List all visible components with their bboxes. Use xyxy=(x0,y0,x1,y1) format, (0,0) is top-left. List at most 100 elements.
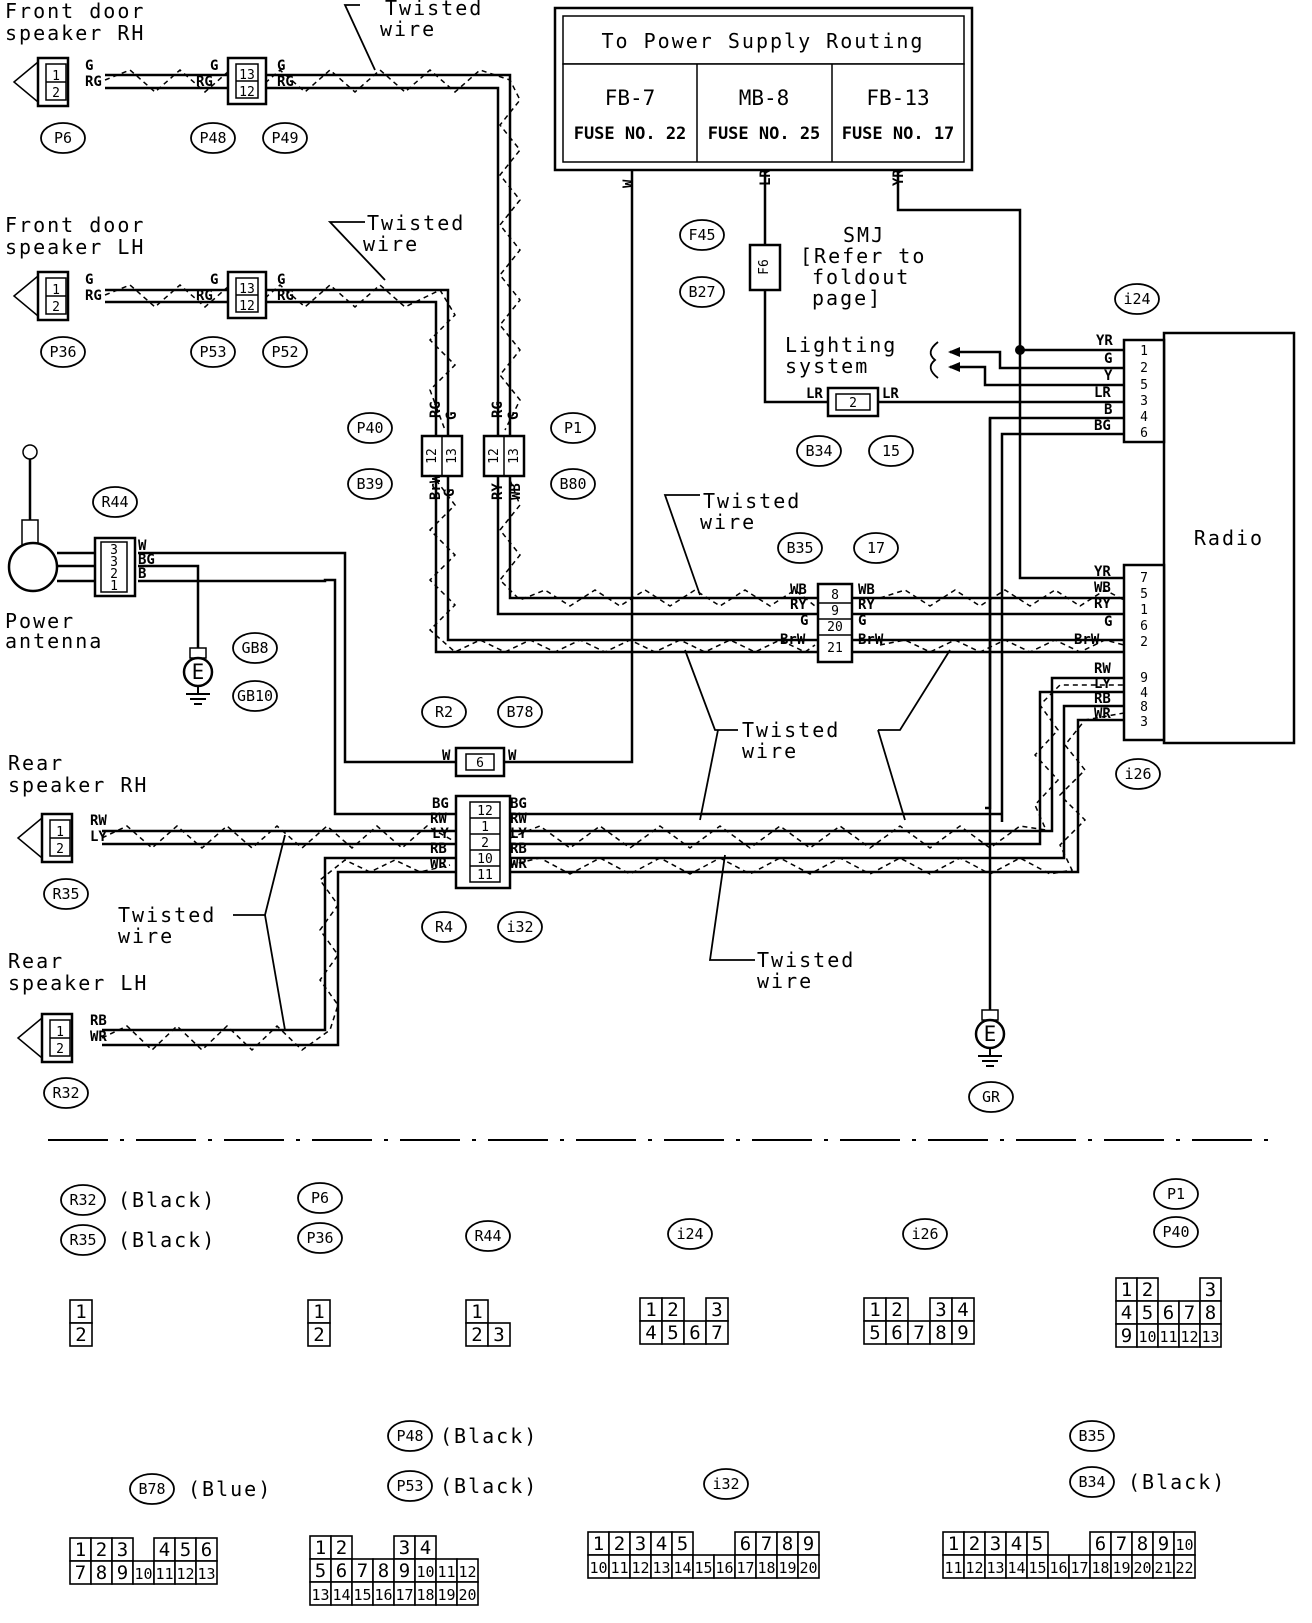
pin-number: 2 xyxy=(891,1299,902,1321)
svg-text:LR: LR xyxy=(1094,385,1111,401)
svg-text:RG: RG xyxy=(428,401,444,418)
front-rh-label-1: Front door xyxy=(5,0,145,23)
svg-text:B: B xyxy=(1104,402,1112,418)
svg-text:RY: RY xyxy=(858,597,875,613)
svg-text:3: 3 xyxy=(1140,715,1148,730)
pin-number: 6 xyxy=(1163,1302,1174,1324)
pin-number: 2 xyxy=(96,1539,107,1561)
svg-text:WR: WR xyxy=(430,856,447,872)
oval-p49: P49 xyxy=(262,122,308,154)
pin-number: 22 xyxy=(1175,1559,1193,1577)
pin-number: 1 xyxy=(75,1301,86,1323)
antenna-label-1: Power xyxy=(5,609,75,633)
pin-number: 3 xyxy=(1205,1279,1216,1301)
radio-connector-i26 xyxy=(1122,563,1166,742)
pin-number: 7 xyxy=(1116,1533,1127,1555)
svg-text:B39: B39 xyxy=(356,475,383,493)
pin-number: 2 xyxy=(471,1324,482,1346)
svg-text:RG: RG xyxy=(277,74,294,90)
pin-number: 14 xyxy=(1007,1559,1025,1577)
pin-number: 1 xyxy=(1121,1279,1132,1301)
svg-text:2: 2 xyxy=(849,396,857,411)
svg-text:1: 1 xyxy=(1140,344,1148,359)
legend-i26: i26 xyxy=(902,1218,948,1250)
connector-b35: 8 9 20 21 xyxy=(816,582,854,664)
pin-number: 17 xyxy=(1070,1559,1088,1577)
svg-text:9: 9 xyxy=(1140,671,1148,686)
svg-text:W: W xyxy=(621,179,637,188)
connector-p1-b80: 12 13 xyxy=(482,434,526,478)
svg-text:3: 3 xyxy=(110,555,118,570)
connector-p53-p52: 13 12 xyxy=(226,270,268,320)
pin-number: 4 xyxy=(1011,1533,1022,1555)
svg-text:15: 15 xyxy=(882,442,900,460)
fb7-label: FB-7 xyxy=(605,86,656,110)
svg-text:9: 9 xyxy=(831,604,839,619)
twisted-label-3b: wire xyxy=(700,510,756,534)
svg-text:13: 13 xyxy=(239,282,255,297)
oval-r32: R32 xyxy=(43,1077,89,1109)
pin-number: 15 xyxy=(694,1559,712,1577)
pin-number: 3 xyxy=(935,1299,946,1321)
pin-number: 9 xyxy=(117,1562,128,1584)
oval-p52: P52 xyxy=(262,336,308,368)
svg-text:3: 3 xyxy=(110,543,118,558)
svg-text:21: 21 xyxy=(827,641,843,656)
pin-number: 5 xyxy=(315,1560,326,1582)
power-supply-title: To Power Supply Routing xyxy=(602,29,925,53)
pin-number: 12 xyxy=(458,1563,476,1581)
svg-text:(Black): (Black) xyxy=(440,1424,538,1448)
oval-p36: P36 xyxy=(40,336,86,368)
legend-r32: R32(Black) xyxy=(60,1184,214,1216)
svg-text:B35: B35 xyxy=(786,539,813,557)
svg-text:2: 2 xyxy=(481,836,489,851)
pin-number: 14 xyxy=(332,1586,350,1604)
legend-p53: P53(Black) xyxy=(387,1470,538,1502)
svg-text:R4: R4 xyxy=(435,918,453,936)
pin-number: 10 xyxy=(134,1565,152,1583)
pin-number: 8 xyxy=(1137,1533,1148,1555)
svg-text:RW: RW xyxy=(430,811,447,827)
fuse-17-label: FUSE NO. 17 xyxy=(842,124,955,144)
svg-text:G: G xyxy=(800,613,808,629)
front-lh-label-2: speaker LH xyxy=(5,235,145,259)
twisted-label-4a: Twisted xyxy=(742,718,840,742)
pin-number: 7 xyxy=(75,1562,86,1584)
power-supply-box: To Power Supply Routing FB-7 FUSE NO. 22… xyxy=(553,6,974,172)
oval-r2: R2 xyxy=(421,696,467,728)
svg-text:P53: P53 xyxy=(199,343,226,361)
connector-legend: R32(Black) R35(Black) P6 P36 R44 i24 i26… xyxy=(60,1178,1224,1606)
pin-number: 6 xyxy=(689,1322,700,1344)
pin-number: 16 xyxy=(1049,1559,1067,1577)
svg-text:10: 10 xyxy=(477,852,493,867)
svg-text:RB: RB xyxy=(1094,691,1111,707)
svg-text:LY: LY xyxy=(1094,676,1111,692)
pin-number: 1 xyxy=(593,1533,604,1555)
svg-text:17: 17 xyxy=(867,539,885,557)
svg-text:(Black): (Black) xyxy=(440,1474,538,1498)
svg-text:B34: B34 xyxy=(805,442,832,460)
oval-b35: B35 xyxy=(777,532,823,564)
pin-number: 9 xyxy=(1121,1325,1132,1347)
pin-number: 6 xyxy=(740,1533,751,1555)
wiring xyxy=(101,4,1125,1052)
fuse-25-label: FUSE NO. 25 xyxy=(708,124,821,144)
pin-number: 1 xyxy=(315,1537,326,1559)
fb13-label: FB-13 xyxy=(866,86,929,110)
oval-15: 15 xyxy=(868,435,914,467)
svg-text:20: 20 xyxy=(827,620,843,635)
fuse-f6-label: F6 xyxy=(757,259,772,275)
svg-text:12: 12 xyxy=(487,448,502,464)
connector-id-ovals: P6 P48 P49 P36 P53 P52 F45 B27 i24 P40 B… xyxy=(40,122,1161,1113)
svg-text:6: 6 xyxy=(1140,619,1148,634)
svg-text:BrW: BrW xyxy=(780,632,806,648)
pin-number: 4 xyxy=(957,1299,968,1321)
fuse-22-label: FUSE NO. 22 xyxy=(574,124,687,144)
svg-text:R44: R44 xyxy=(474,1227,501,1245)
ground-e-label-2: E xyxy=(984,1022,997,1046)
svg-text:2: 2 xyxy=(1140,361,1148,376)
svg-text:13: 13 xyxy=(507,448,522,464)
rear-rh-speaker: 1 2 Rear speaker RH xyxy=(8,751,146,864)
svg-text:W: W xyxy=(138,538,147,554)
svg-text:B34: B34 xyxy=(1078,1473,1105,1491)
